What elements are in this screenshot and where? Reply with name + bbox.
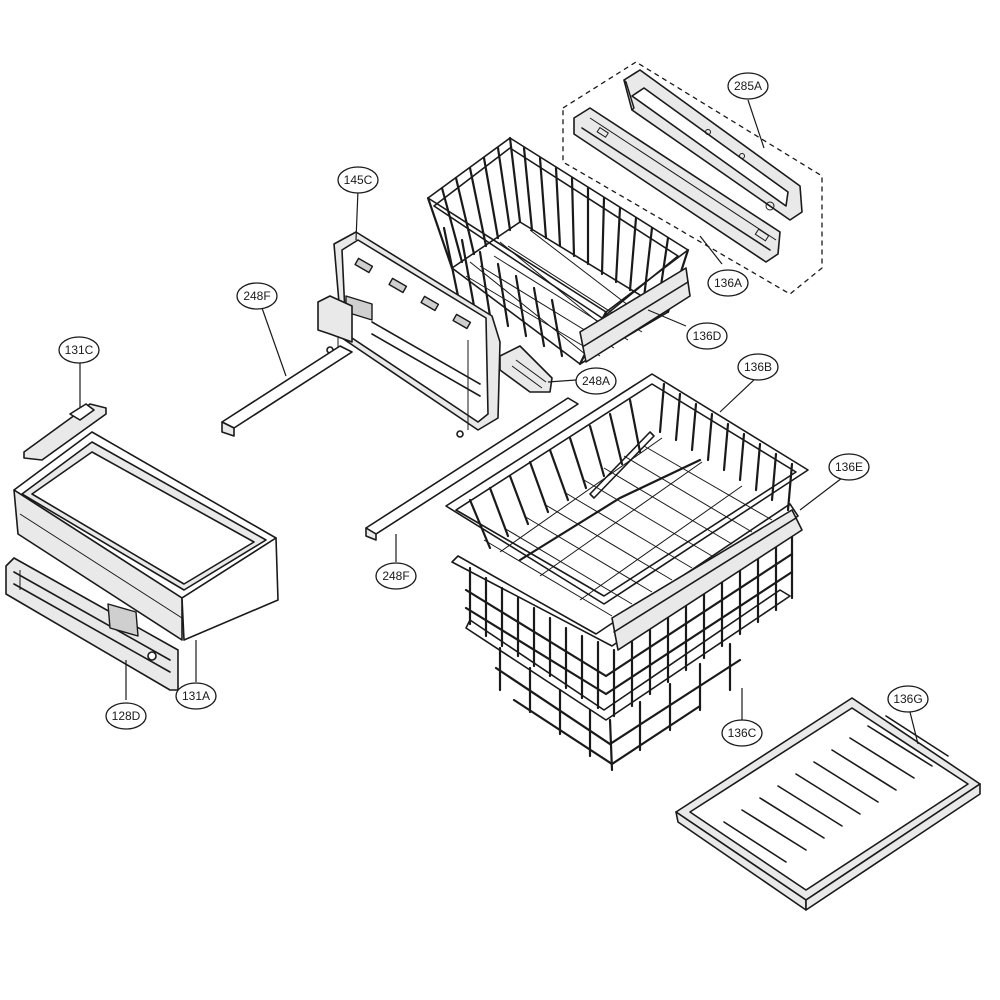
part-131A-pan-drawer xyxy=(13,431,279,641)
callout-248F-top: 248F xyxy=(236,282,278,310)
callout-136G: 136G xyxy=(887,685,929,713)
callout-136C: 136C xyxy=(721,719,763,747)
svg-text:145C: 145C xyxy=(344,173,373,187)
callout-285A: 285A xyxy=(727,72,769,100)
callout-248F-bottom: 248F xyxy=(375,562,417,590)
svg-text:136G: 136G xyxy=(893,692,922,706)
callout-131C: 131C xyxy=(58,336,100,364)
rail-assembly-group xyxy=(562,61,823,295)
callout-136A: 136A xyxy=(707,269,749,297)
part-136E-basket-handle xyxy=(611,509,803,651)
part-131C-clip xyxy=(23,403,107,461)
svg-text:131C: 131C xyxy=(65,343,94,357)
callout-131A: 131A xyxy=(175,682,217,710)
part-136G-tray xyxy=(675,697,981,911)
part-285A-rail-cover xyxy=(623,69,803,221)
svg-text:248F: 248F xyxy=(243,289,270,303)
part-136A-slide-rail xyxy=(573,107,781,263)
part-136C-lower-basket xyxy=(451,503,799,772)
callout-128D: 128D xyxy=(105,702,147,730)
svg-text:136B: 136B xyxy=(744,360,772,374)
part-248F-lower-rod xyxy=(365,397,579,541)
svg-text:131A: 131A xyxy=(182,689,210,703)
part-145C-cover-panel xyxy=(317,231,553,438)
svg-text:285A: 285A xyxy=(734,79,762,93)
svg-text:136A: 136A xyxy=(714,276,742,290)
callout-145C: 145C xyxy=(337,166,379,194)
callout-136E: 136E xyxy=(828,453,870,481)
callout-248A: 248A xyxy=(575,367,617,395)
part-136D-upper-basket xyxy=(426,136,691,366)
assembly-boundary xyxy=(562,61,823,295)
svg-text:136D: 136D xyxy=(693,329,722,343)
part-248F-upper-rod xyxy=(221,345,353,437)
svg-text:128D: 128D xyxy=(112,709,141,723)
svg-text:248A: 248A xyxy=(582,374,610,388)
svg-text:248F: 248F xyxy=(382,569,409,583)
svg-text:136E: 136E xyxy=(835,460,863,474)
callout-136B: 136B xyxy=(737,353,779,381)
svg-text:136C: 136C xyxy=(728,726,757,740)
part-136B-upper-sliding-basket xyxy=(445,373,809,651)
callout-136D: 136D xyxy=(686,322,728,350)
leader-lines xyxy=(79,99,919,745)
